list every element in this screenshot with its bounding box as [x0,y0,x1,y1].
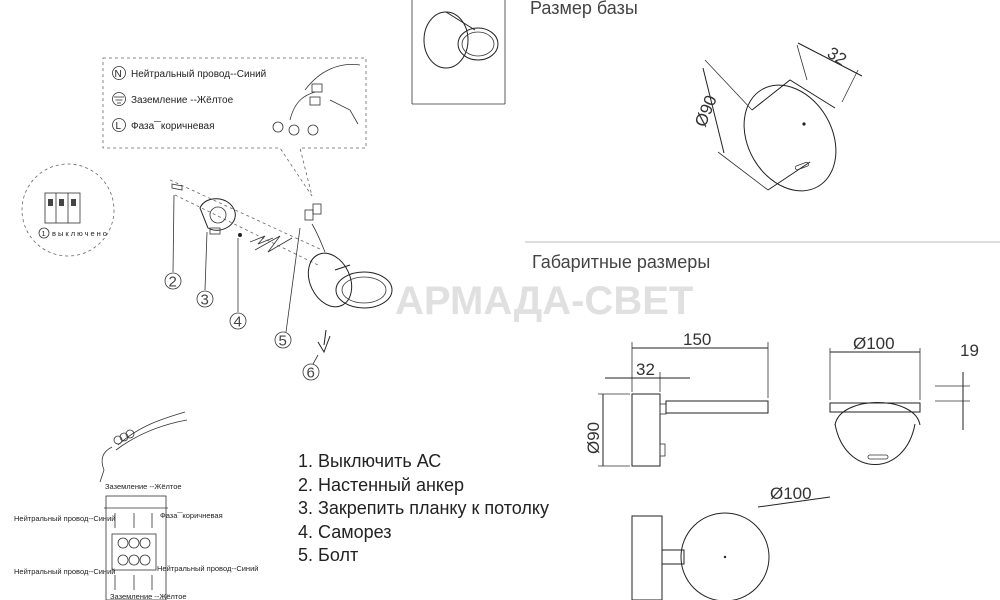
breaker-symbol: 1 [42,229,46,238]
lamp-thumbnail [411,0,506,105]
overall-size-heading: Габаритные размеры [532,252,710,272]
length-label: 150 [683,330,711,349]
wiring-phase-right: Фаза‾‾коричневая [160,511,223,520]
callout-3: 3 [196,290,214,309]
legend-neutral: Нейтральный провод--Синий [131,69,266,80]
callout-5: 5 [274,331,292,350]
wire-legend: N L [102,57,367,197]
step-4: 4. Саморез [298,522,392,542]
step-5: 5. Болт [298,545,358,565]
wiring-neutral-right-2: Нейтральный провод--Синий [157,564,258,573]
svg-text:5: 5 [279,333,287,350]
step-3: 3. Закрепить планку к потолку [298,498,549,518]
wiring-neutral-left: Нейтральный провод--Синий [14,514,115,523]
legend-ground: Заземление --Жёлтое [131,95,234,106]
neutral-symbol: N [115,69,122,80]
svg-text:2: 2 [169,274,177,291]
shade-thickness-label: 19 [960,341,979,360]
watermark: АРМАДА-СВЕТ [395,279,693,323]
base-depth-label: 32 [824,43,850,69]
wiring-ground-top: Заземление --Жёлтое [105,482,182,491]
wiring-ground-bottom: Заземление --Жёлтое [110,592,187,600]
exploded-lamp [169,179,393,365]
shade-diameter-top-label: Ø100 [853,334,895,353]
callout-2: 2 [164,272,182,291]
side-view-drawing [598,342,769,467]
top-view-drawing [829,348,970,465]
base-diameter-label: Ø90 [691,93,721,130]
front-view-drawing [631,496,831,600]
base-size-drawing [702,42,863,192]
svg-text:3: 3 [201,292,209,309]
depth-label: 32 [636,360,655,379]
callout-6: 6 [302,363,320,382]
wiring-neutral-left-2: Нейтральный провод--Синий [14,567,115,576]
svg-text:6: 6 [307,365,315,382]
base-size-heading: Размер базы [530,0,638,18]
legend-phase: Фаза‾‾коричневая [131,120,215,132]
phase-symbol: L [116,121,122,132]
height-label: Ø90 [584,422,603,454]
step-1: 1. Выключить АС [298,451,441,471]
shade-diameter-front-label: Ø100 [770,484,812,503]
callout-4: 4 [229,312,247,331]
svg-text:4: 4 [234,314,242,331]
step-2: 2. Настенный анкер [298,475,464,495]
wiring-diagram [99,411,188,600]
breaker-illustration: 1 [21,163,115,257]
breaker-label: выключено [52,229,109,238]
